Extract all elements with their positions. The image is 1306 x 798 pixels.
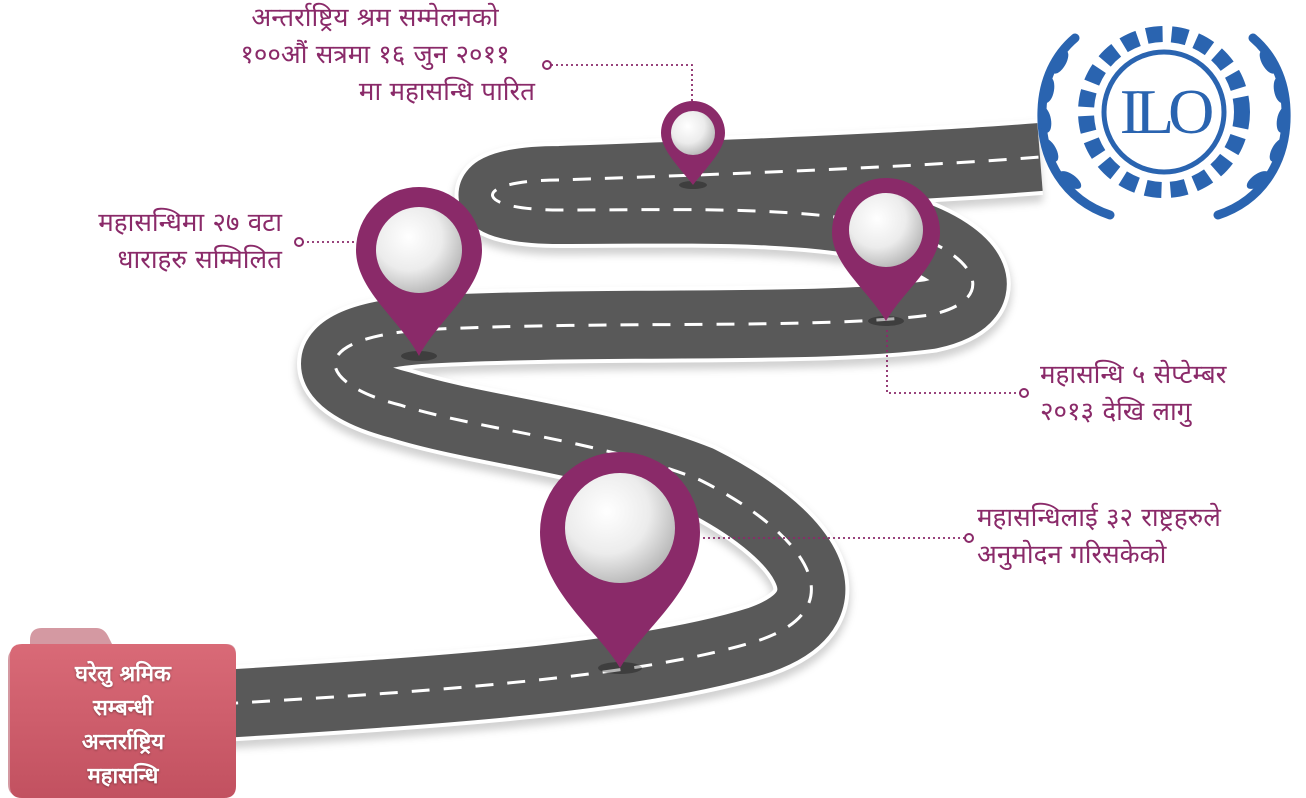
map-pin-icon [832, 178, 940, 326]
leader-dot-1 [542, 60, 552, 70]
milestone-entry-into-force: महासन्धि ५ सेप्टेम्बर २०१३ देखि लागु [1040, 357, 1226, 431]
leader-dot-4 [964, 533, 974, 543]
folder-label-line: महासन्धि [87, 764, 159, 789]
milestone-text-line: अनुमोदन गरिसकेको [977, 540, 1167, 570]
ilo-logo-text: ILO [1119, 76, 1215, 147]
leader-line-1 [551, 64, 693, 102]
milestone-convention-adopted: अन्तर्राष्ट्रिय श्रम सम्मेलनको १००औं सत्… [195, 0, 555, 111]
folder-label-line: सम्बन्धी [93, 696, 153, 721]
milestone-text-line: १००औं सत्रमा १६ जुन २०११ [240, 40, 510, 70]
milestone-text-line: २०१३ देखि लागु [1040, 397, 1192, 427]
milestone-text-line: महासन्धिमा २७ वटा [98, 208, 282, 238]
map-pin-icon [540, 452, 700, 674]
leader-line-3 [886, 330, 1020, 394]
milestone-text-line: धाराहरु सम्मिलित [117, 245, 282, 275]
milestone-text-line: महासन्धि ५ सेप्टेम्बर [1040, 360, 1227, 390]
milestone-articles: महासन्धिमा २७ वटा धाराहरु सम्मिलित [20, 205, 282, 279]
folder-label-line: अन्तर्राष्ट्रिय [81, 730, 165, 755]
ilo-emblem-icon [1037, 26, 1291, 220]
map-pin-icon [356, 187, 482, 361]
milestone-ratifications: महासन्धिलाई ३२ राष्ट्रहरुले अनुमोदन गरिस… [977, 500, 1221, 574]
winding-road [217, 119, 1044, 749]
milestone-text-line: महासन्धिलाई ३२ राष्ट्रहरुले [977, 503, 1221, 533]
leader-dots [294, 60, 1029, 543]
milestone-text-line: मा महासन्धि पारित [358, 77, 535, 107]
folder-icon [8, 628, 236, 798]
milestone-text-line: अन्तर्राष्ट्रिय श्रम सम्मेलनको [251, 3, 499, 33]
map-pin-icon [661, 101, 725, 189]
folder-label-line: घरेलु श्रमिक [75, 662, 171, 687]
folder-label: घरेलु श्रमिक सम्बन्धी अन्तर्राष्ट्रिय मह… [14, 658, 232, 794]
leader-dot-2 [294, 237, 304, 247]
leader-lines [302, 64, 1020, 539]
road-center-line [219, 155, 1041, 706]
leader-dot-3 [1019, 388, 1029, 398]
